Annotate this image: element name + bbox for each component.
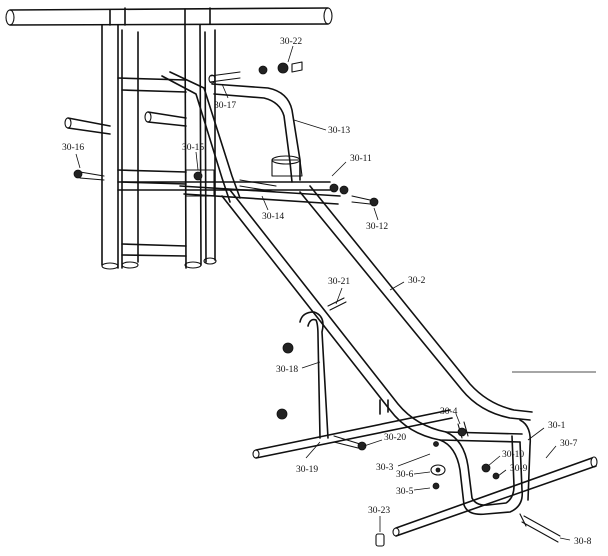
base-bar-30-19 [255, 409, 453, 459]
bracket-bolt [193, 171, 203, 181]
rail-end-loop-a [439, 439, 524, 516]
right-legs [184, 24, 216, 269]
lower-rung [121, 243, 187, 257]
socket-top [271, 155, 301, 165]
leader-lines [75, 45, 571, 541]
base-bar-30-7 [395, 457, 597, 537]
label-30-1: 30-1 [548, 421, 566, 431]
rail-end-right [519, 419, 532, 501]
left-legs [101, 24, 139, 269]
left-leg-foot-2 [121, 261, 139, 269]
hardware [73, 61, 561, 547]
label-30-15: 30-15 [182, 143, 204, 153]
arch-support-inner [213, 93, 293, 183]
part-labels: 30-22 30-17 30-13 30-16 30-15 30-11 30-1… [62, 37, 592, 547]
base-bar-7-end [590, 456, 598, 468]
label-30-10: 30-10 [502, 450, 524, 460]
socket-block [271, 159, 303, 177]
t-connectors [109, 7, 211, 26]
support-30-18 [299, 311, 329, 439]
label-30-2: 30-2 [408, 276, 426, 286]
label-30-19: 30-19 [296, 465, 318, 475]
rail-end-loop-b [445, 431, 515, 506]
right-rail-b [309, 185, 533, 413]
cross-brace-2 [179, 185, 341, 205]
crossbar-end-left [5, 9, 15, 26]
label-30-16: 30-16 [62, 143, 84, 153]
label-30-22: 30-22 [280, 37, 302, 47]
label-30-11: 30-11 [350, 154, 372, 164]
label-30-5: 30-5 [396, 487, 414, 497]
base-bar-end [252, 449, 260, 459]
upper-rung [117, 77, 187, 93]
support-loop-b [307, 318, 321, 439]
left-rail-a [221, 195, 521, 443]
support-loop-a [299, 311, 329, 439]
mid-stub-end [144, 111, 152, 123]
label-30-12: 30-12 [366, 222, 388, 232]
left-stub-end [64, 117, 72, 129]
upper-support [117, 71, 341, 205]
crossbar-end-right [323, 7, 333, 25]
label-30-17: 30-17 [214, 101, 236, 111]
label-30-8: 30-8 [574, 537, 592, 547]
bracket-30-15 [185, 169, 215, 197]
label-30-21: 30-21 [328, 277, 350, 287]
label-30-23: 30-23 [368, 506, 390, 516]
base-bars [252, 399, 598, 537]
label-30-3: 30-3 [376, 463, 394, 473]
label-30-18: 30-18 [276, 365, 298, 375]
swing-frame [5, 7, 333, 270]
right-rail-a [299, 191, 531, 421]
right-leg-foot [184, 261, 202, 269]
label-30-9: 30-9 [510, 464, 528, 474]
base-post [379, 399, 389, 415]
label-30-7: 30-7 [560, 439, 578, 449]
label-30-14: 30-14 [262, 212, 284, 222]
cross-brace [117, 181, 331, 191]
left-leg-foot [101, 262, 119, 270]
base-bar-7-start [392, 527, 400, 537]
mid-stub-pipe [147, 111, 187, 127]
diag-bar-2 [169, 71, 241, 199]
label-30-6: 30-6 [396, 470, 414, 480]
label-30-13: 30-13 [328, 126, 350, 136]
bar-30-14 [239, 179, 277, 193]
label-30-20: 30-20 [384, 433, 406, 443]
top-crossbar [9, 7, 329, 26]
right-leg-foot-2 [203, 257, 217, 265]
label-30-4: 30-4 [440, 407, 458, 417]
left-stub-pipe [67, 117, 111, 135]
arch-support-outer [211, 83, 301, 181]
